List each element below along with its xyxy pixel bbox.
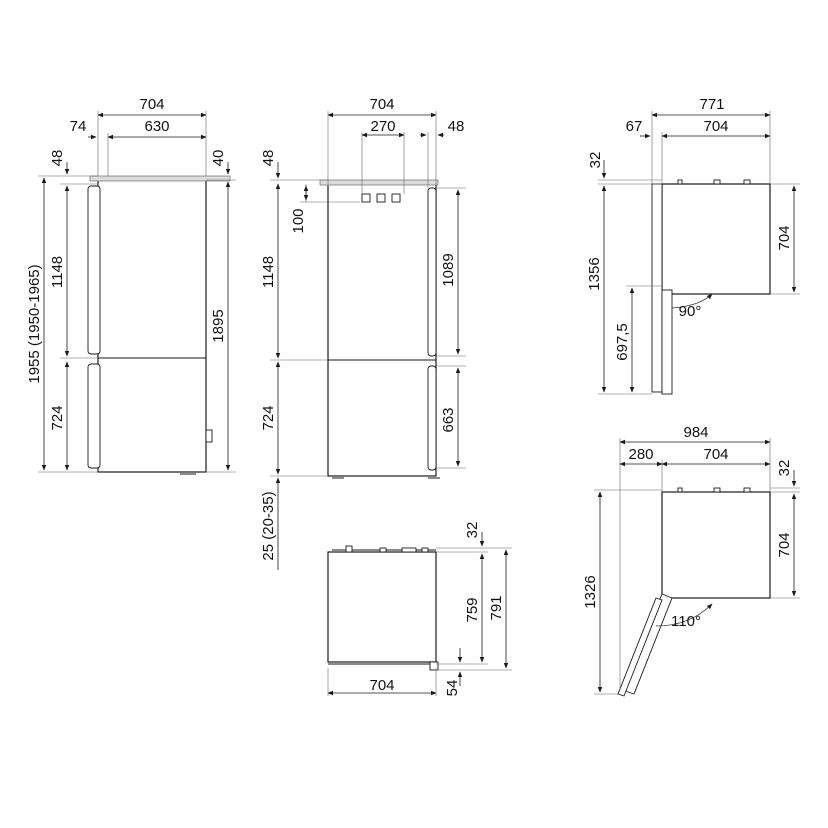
bottom-view: 704 32 759 791 54: [327, 522, 512, 697]
door-lower-handle: [427, 365, 437, 471]
front-lower-handle: [87, 363, 101, 469]
bottom-height-outer-label: 791: [488, 595, 505, 620]
bottom-right-body: [661, 491, 771, 599]
top-right-width-inner-label: 704: [703, 118, 728, 135]
top-right-width-door-label: 67: [626, 118, 643, 135]
front-width-total-label: 704: [139, 96, 164, 113]
control-knob-3: [391, 193, 401, 203]
front-height-total-label: 1955 (1950-1965): [26, 264, 43, 383]
bottom-width-label: 704: [369, 677, 394, 694]
door-width-total-label: 704: [369, 96, 394, 113]
door-width-right-label: 48: [448, 118, 465, 135]
door-height-feet-label: 25 (20-35): [260, 491, 277, 560]
bottom-right-height-total-label: 1326: [582, 575, 599, 608]
bottom-top-offset-label: 32: [464, 522, 481, 539]
front-fridge-body: [97, 179, 207, 473]
front-upper-handle: [87, 185, 101, 355]
bottom-right-top-offset-label: 32: [776, 460, 793, 477]
front-worktop: [89, 175, 231, 182]
door-offset-top-label: 100: [290, 208, 307, 233]
front-height-upper-label: 1148: [49, 256, 66, 288]
front-height-right-label: 1895: [210, 309, 227, 342]
door-upper-label: 1089: [440, 253, 457, 286]
front-width-left-label: 74: [70, 118, 87, 135]
door-upper-handle: [427, 187, 437, 357]
door-lower-label: 663: [440, 407, 457, 432]
bottom-view-body: [327, 551, 437, 663]
door-open-90: [651, 183, 663, 393]
front-height-lower-label: 724: [49, 405, 66, 430]
bottom-right-width-inner-label: 704: [703, 446, 728, 463]
door-top-left-label: 48: [260, 150, 277, 167]
door-view: 704 270 48 48 1148 724 25 (20-35) 100 10…: [260, 96, 466, 570]
front-view: 704 630 74 1955 (1950-1965) 1148 724 48 …: [26, 96, 236, 475]
top-right-view: 90° 771 704 67 32 1356 697,5 704: [586, 96, 800, 395]
top-right-width-total-label: 771: [699, 96, 724, 113]
top-right-height-total-label: 1356: [586, 257, 603, 290]
door-height-lower-label: 724: [260, 405, 277, 430]
top-right-height-door-label: 697,5: [614, 323, 631, 361]
bottom-height-inner-label: 759: [464, 597, 481, 622]
control-knob-1: [361, 193, 371, 203]
bottom-right-view: 110° 984 280 704 1326 32 704: [582, 424, 800, 697]
front-top-right-label: 40: [210, 150, 227, 167]
door-view-body: [327, 183, 437, 477]
bottom-right-angle-label: 110°: [671, 613, 701, 630]
front-top-left-label: 48: [49, 150, 66, 167]
bottom-right-depth-label: 704: [776, 532, 793, 557]
top-right-body: [661, 183, 771, 295]
front-width-inner-label: 630: [144, 118, 169, 135]
top-right-depth-label: 704: [776, 225, 793, 250]
control-knob-2: [376, 193, 386, 203]
top-right-top-offset-label: 32: [587, 152, 604, 169]
top-right-angle-label: 90°: [679, 303, 702, 320]
door-height-upper-label: 1148: [260, 256, 277, 288]
bottom-feet-label: 54: [444, 680, 461, 697]
bottom-right-width-total-label: 984: [683, 424, 708, 441]
bottom-right-width-door-label: 280: [628, 446, 653, 463]
door-width-controls-label: 270: [370, 118, 395, 135]
